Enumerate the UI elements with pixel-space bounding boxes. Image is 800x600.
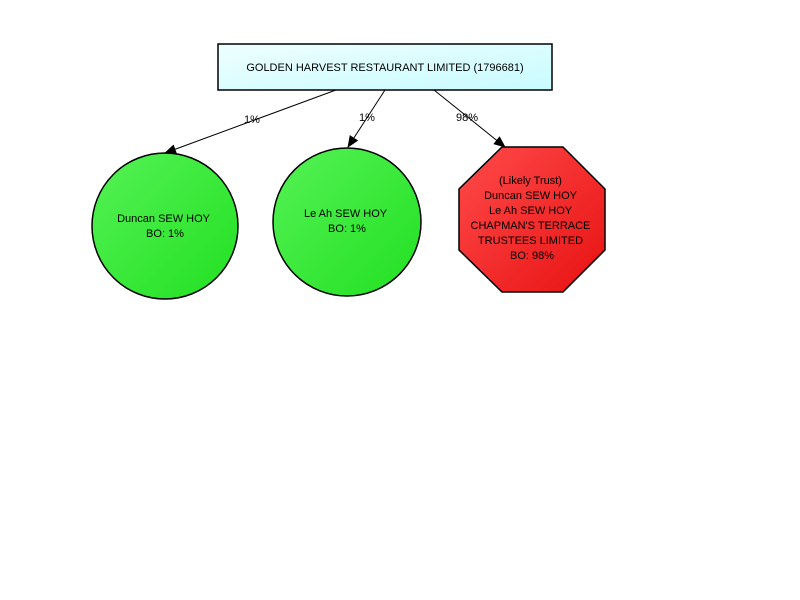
edge-line-2 xyxy=(347,89,386,148)
node-likely-trust[interactable]: (Likely Trust) Duncan SEW HOY Le Ah SEW … xyxy=(458,146,606,293)
node-3-line-5: TRUSTEES LIMITED xyxy=(478,235,583,247)
node-3-text: (Likely Trust) Duncan SEW HOY Le Ah SEW … xyxy=(471,175,594,262)
node-2-line-2: BO: 1% xyxy=(328,223,366,235)
node-le-ah-sew-hoy[interactable]: Le Ah SEW HOY BO: 1% xyxy=(272,147,422,297)
node-circle-2[interactable] xyxy=(272,147,422,297)
node-3-line-3: Le Ah SEW HOY xyxy=(489,205,573,217)
edge-line-1 xyxy=(164,89,337,154)
edges: 1% 1% 98% xyxy=(164,89,506,154)
node-3-line-2: Duncan SEW HOY xyxy=(484,190,578,202)
node-1-text: Duncan SEW HOY BO: 1% xyxy=(117,213,213,240)
node-1-line-2: BO: 1% xyxy=(146,228,184,240)
node-duncan-sew-hoy[interactable]: Duncan SEW HOY BO: 1% xyxy=(91,152,239,300)
node-3-line-6: BO: 98% xyxy=(510,250,554,262)
node-3-line-1: (Likely Trust) xyxy=(499,175,562,187)
root-node[interactable]: GOLDEN HARVEST RESTAURANT LIMITED (17966… xyxy=(217,43,553,91)
root-node-label: GOLDEN HARVEST RESTAURANT LIMITED (17966… xyxy=(246,62,523,74)
node-circle-1[interactable] xyxy=(91,152,239,300)
edge-label-3: 98% xyxy=(456,112,478,124)
node-octagon-3[interactable] xyxy=(458,146,606,293)
edge-label-1: 1% xyxy=(244,114,260,126)
root-node-box[interactable] xyxy=(217,43,553,91)
node-3-line-4: CHAPMAN'S TERRACE xyxy=(471,220,591,232)
node-2-line-1: Le Ah SEW HOY xyxy=(304,208,388,220)
node-2-text: Le Ah SEW HOY BO: 1% xyxy=(304,208,390,235)
edge-line-3 xyxy=(433,89,506,148)
edge-label-2: 1% xyxy=(359,112,375,124)
node-1-line-1: Duncan SEW HOY xyxy=(117,213,211,225)
